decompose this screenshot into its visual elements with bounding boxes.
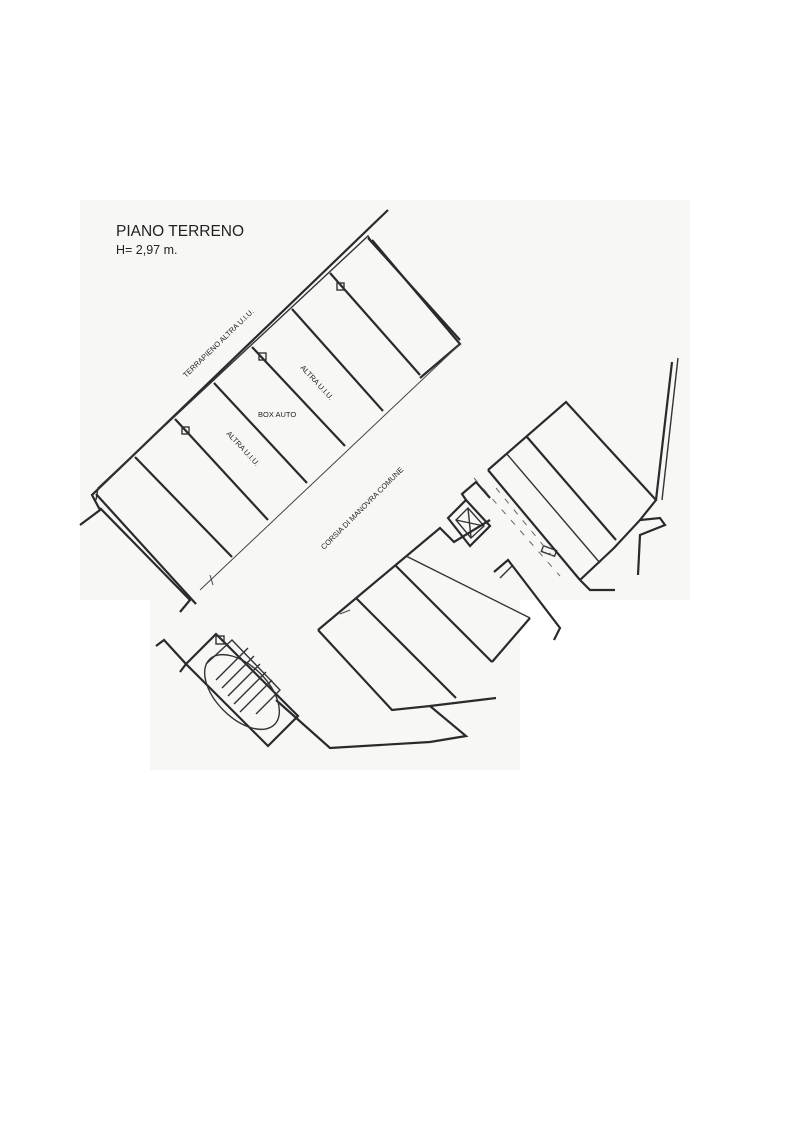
- right-garage-block: [487, 357, 679, 592]
- paper-background: [80, 200, 690, 770]
- height-note: H= 2,97 m.: [116, 243, 178, 257]
- ramp-dashes: [473, 477, 561, 577]
- label-box-auto: BOX AUTO: [258, 410, 296, 419]
- upper-garage-block: [79, 209, 462, 613]
- plan-title: PIANO TERRENO: [116, 223, 244, 240]
- box-door-ticks: [209, 574, 214, 586]
- stairwell: [155, 632, 300, 748]
- lower-garage-block: [275, 519, 562, 750]
